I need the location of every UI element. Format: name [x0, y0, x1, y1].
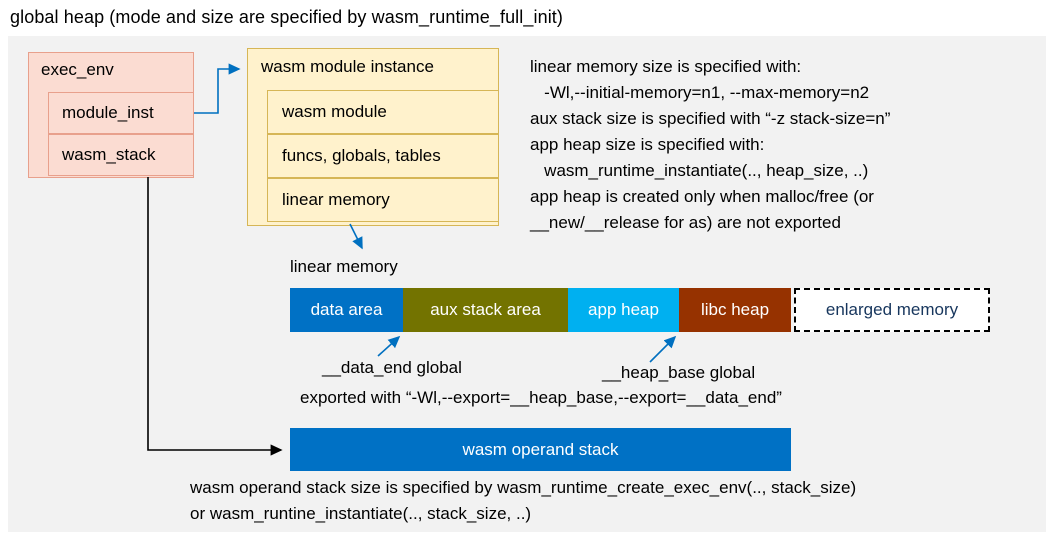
operand-stack-note-line1: wasm operand stack size is specified by … — [190, 478, 857, 497]
segment-data-area: data area — [290, 288, 403, 332]
note-line: linear memory size is specified with: — [530, 57, 802, 76]
exec-env-label: exec_env — [41, 60, 114, 79]
note-line: __new/__release for as) are not exported — [530, 213, 841, 232]
segment-enlarged-memory: enlarged memory — [794, 288, 990, 332]
note-line: aux stack size is specified with “-z sta… — [530, 109, 891, 128]
segment-data-area-label: data area — [310, 300, 383, 319]
wasm-module-label: wasm module — [282, 102, 387, 121]
linear-memory-row: linear memory — [267, 178, 499, 222]
memory-notes: linear memory size is specified with: -W… — [530, 54, 890, 236]
note-line: wasm_runtime_instantiate(.., heap_size, … — [530, 161, 869, 180]
note-line: -Wl,--initial-memory=n1, --max-memory=n2 — [530, 83, 870, 102]
wasm-operand-stack-label: wasm operand stack — [462, 439, 619, 459]
diagram-title: global heap (mode and size are specified… — [10, 7, 563, 27]
funcs-globals-tables-label: funcs, globals, tables — [282, 146, 441, 165]
note-line: app heap is created only when malloc/fre… — [530, 187, 874, 206]
wasm-stack-box: wasm_stack — [48, 134, 194, 176]
export-note: exported with “-Wl,--export=__heap_base,… — [300, 388, 782, 407]
segment-app-heap-label: app heap — [588, 300, 659, 319]
operand-stack-note-line2: or wasm_runtine_instantiate(.., stack_si… — [190, 504, 532, 523]
segment-enlarged-memory-label: enlarged memory — [825, 300, 959, 319]
linear-memory-label: linear memory — [290, 257, 398, 276]
linear-memory-row-label: linear memory — [282, 190, 390, 209]
note-line: app heap size is specified with: — [530, 135, 765, 154]
heap-base-global-label: __heap_base global — [602, 363, 756, 382]
segment-app-heap: app heap — [568, 288, 679, 332]
module-inst-box: module_inst — [48, 92, 194, 134]
funcs-globals-tables-row: funcs, globals, tables — [267, 134, 499, 178]
data-end-global-label: __data_end global — [322, 358, 462, 377]
segment-libc-heap-label: libc heap — [700, 300, 770, 319]
segment-libc-heap: libc heap — [679, 288, 791, 332]
wasm-module-row: wasm module — [267, 90, 499, 134]
wasm-module-instance-label: wasm module instance — [261, 57, 434, 76]
wasm-stack-label: wasm_stack — [62, 145, 156, 164]
module-inst-label: module_inst — [62, 103, 154, 122]
segment-aux-stack-area: aux stack area — [403, 288, 568, 332]
segment-aux-stack-area-label: aux stack area — [430, 300, 541, 319]
wasm-operand-stack-bar: wasm operand stack — [290, 428, 791, 471]
